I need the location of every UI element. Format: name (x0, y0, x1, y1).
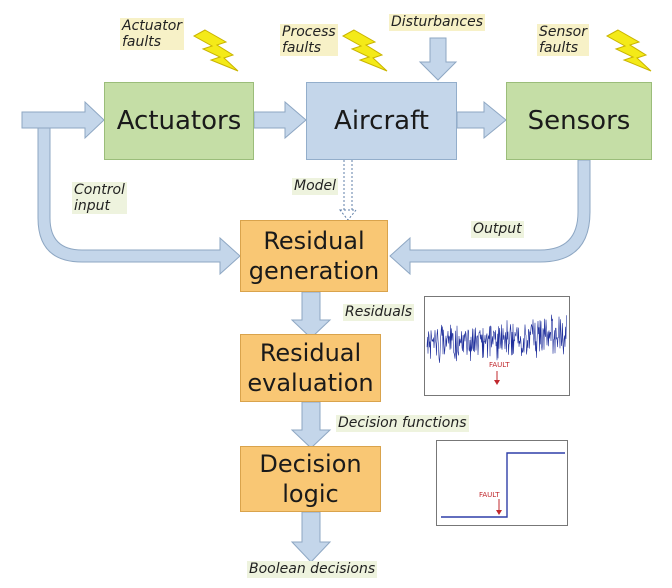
arrow-input-to-actuators (21, 100, 105, 140)
decision-fault-marker-arrowhead (496, 510, 502, 515)
control-input-label: Control input (72, 182, 127, 214)
residual-evaluation-label: Residual evaluation (247, 339, 374, 397)
residual-noise-trace (426, 314, 567, 363)
arrow-control-input-to-residual-generation (37, 127, 241, 276)
aircraft-label: Aircraft (334, 106, 429, 136)
process-faults-label: Process faults (280, 24, 338, 56)
decision-step-trace (441, 452, 565, 518)
actuators-block: Actuators (104, 82, 254, 160)
actuator-faults-label: Actuator faults (120, 18, 185, 50)
residual-generation-block: Residual generation (240, 220, 388, 292)
arrow-decision-functions (290, 401, 332, 449)
boolean-decisions-label: Boolean decisions (247, 561, 378, 578)
residual-signal-plot: FAULT (424, 296, 570, 396)
actuators-label: Actuators (116, 106, 242, 136)
sensors-label: Sensors (527, 106, 631, 136)
decision-logic-label: Decision logic (259, 450, 362, 508)
residual-fault-label: FAULT (489, 361, 510, 369)
arrow-aircraft-to-sensors (456, 100, 507, 140)
arrow-output-to-residual-generation (389, 159, 591, 276)
lightning-bolt-icon (605, 29, 652, 72)
lightning-bolt-icon (192, 29, 239, 72)
disturbances-label: Disturbances (389, 14, 486, 31)
decision-logic-block: Decision logic (240, 446, 381, 512)
arrow-residuals (290, 291, 332, 339)
decision-functions-label: Decision functions (336, 415, 469, 432)
arrow-boolean-decisions (290, 511, 332, 563)
decision-fault-label: FAULT (479, 491, 500, 499)
sensor-faults-label: Sensor faults (537, 24, 589, 56)
residual-generation-label: Residual generation (248, 227, 380, 285)
sensors-block: Sensors (506, 82, 652, 160)
output-label: Output (471, 221, 524, 238)
arrow-disturbances (418, 37, 458, 81)
fault-marker-arrowhead (494, 380, 500, 385)
decision-signal-plot: FAULT (436, 440, 568, 526)
arrow-model (338, 160, 358, 221)
residual-evaluation-block: Residual evaluation (240, 334, 381, 402)
arrow-actuators-to-aircraft (253, 100, 307, 140)
aircraft-block: Aircraft (306, 82, 457, 160)
lightning-bolt-icon (341, 29, 388, 72)
model-label: Model (292, 178, 339, 195)
residuals-label: Residuals (343, 304, 415, 321)
